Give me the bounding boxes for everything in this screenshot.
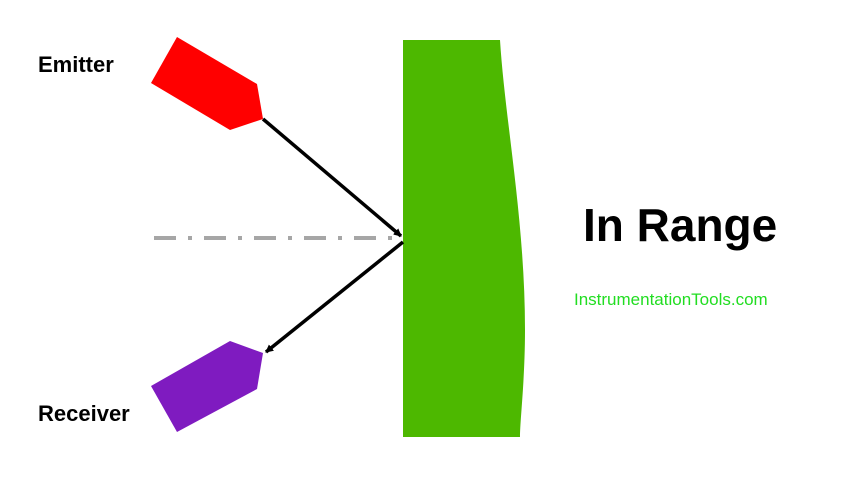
emitter-label: Emitter: [38, 52, 114, 77]
receiver-sensor: [151, 341, 263, 432]
reflected-beam-arrow: [264, 240, 405, 354]
emitter-sensor: [151, 37, 263, 130]
target-surface: [403, 40, 525, 437]
emitted-beam-arrow: [261, 117, 403, 238]
status-label: In Range: [583, 199, 778, 251]
watermark-text: InstrumentationTools.com: [574, 290, 768, 309]
receiver-label: Receiver: [38, 401, 130, 426]
